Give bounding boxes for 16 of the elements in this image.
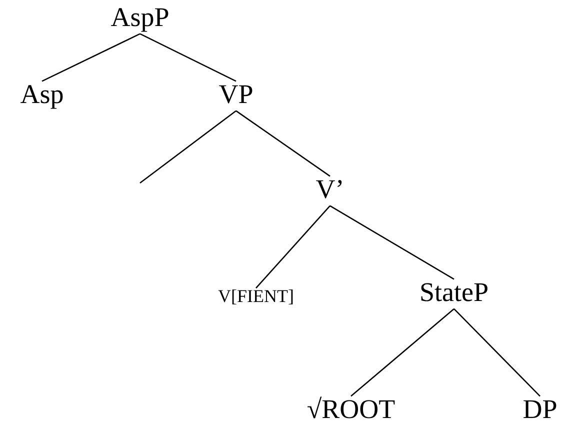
tree-node-label: V’: [316, 175, 344, 205]
tree-node-label: √ROOT: [306, 395, 396, 425]
tree-node-label: DP: [522, 395, 558, 425]
tree-node-label: V[FIENT]: [218, 287, 294, 307]
tree-node-label: Asp: [20, 80, 64, 110]
tree-branch: [236, 110, 330, 177]
tree-node-label: StateP: [420, 278, 488, 308]
tree-node-label: VP: [218, 80, 254, 110]
tree-branch: [140, 110, 236, 184]
tree-node-label: AspP: [110, 3, 170, 33]
tree-branch: [256, 205, 330, 289]
tree-branch: [330, 205, 454, 280]
tree-branch: [140, 33, 236, 82]
tree-branch: [42, 33, 140, 82]
tree-branch: [350, 308, 454, 397]
tree-branch: [454, 308, 540, 397]
